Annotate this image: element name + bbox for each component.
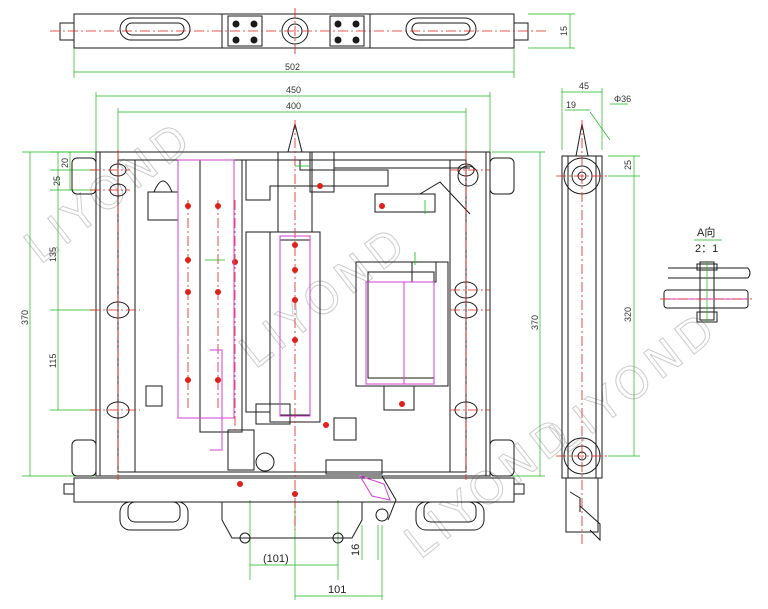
dim-front-370-right: 370	[530, 315, 540, 330]
top-view	[59, 13, 529, 49]
dim-front-450: 450	[286, 85, 301, 95]
watermark-2: LIYOND	[230, 216, 419, 379]
front-view-dimensions	[22, 92, 545, 600]
top-view-dimensions	[73, 13, 575, 78]
dim-side-45: 45	[579, 81, 589, 91]
side-view-dimensions	[561, 88, 640, 457]
detail-scale: 2：1	[695, 243, 718, 255]
dim-front-135: 135	[48, 247, 58, 262]
front-view-highlighted-parts	[177, 159, 435, 501]
dim-front-16: 16	[350, 544, 362, 556]
dim-front-101-paren: (101)	[263, 553, 289, 565]
dim-side-25: 25	[623, 160, 633, 170]
dim-top-15: 15	[559, 26, 569, 36]
detail-view	[663, 261, 751, 323]
dim-front-25: 25	[52, 176, 62, 186]
watermark-4: LIYOND	[540, 301, 729, 464]
dim-front-20: 20	[60, 158, 70, 168]
dim-front-400: 400	[286, 101, 301, 111]
dim-side-320: 320	[623, 307, 633, 322]
dim-front-101: 101	[328, 584, 346, 596]
dim-side-diameter: Φ36	[614, 94, 631, 104]
front-view-centerlines	[90, 120, 490, 530]
dim-side-19: 19	[566, 100, 576, 110]
dim-top-502: 502	[285, 62, 300, 72]
dim-front-115: 115	[48, 354, 58, 368]
dim-front-370-left: 370	[20, 310, 30, 325]
detail-title: A向	[697, 225, 715, 239]
front-view-green-marks	[205, 165, 426, 265]
top-view-centerlines	[50, 8, 548, 56]
side-view-centerlines	[556, 120, 610, 545]
watermark-layer: LIYOND LIYOND LIYOND LIYOND	[15, 110, 730, 569]
